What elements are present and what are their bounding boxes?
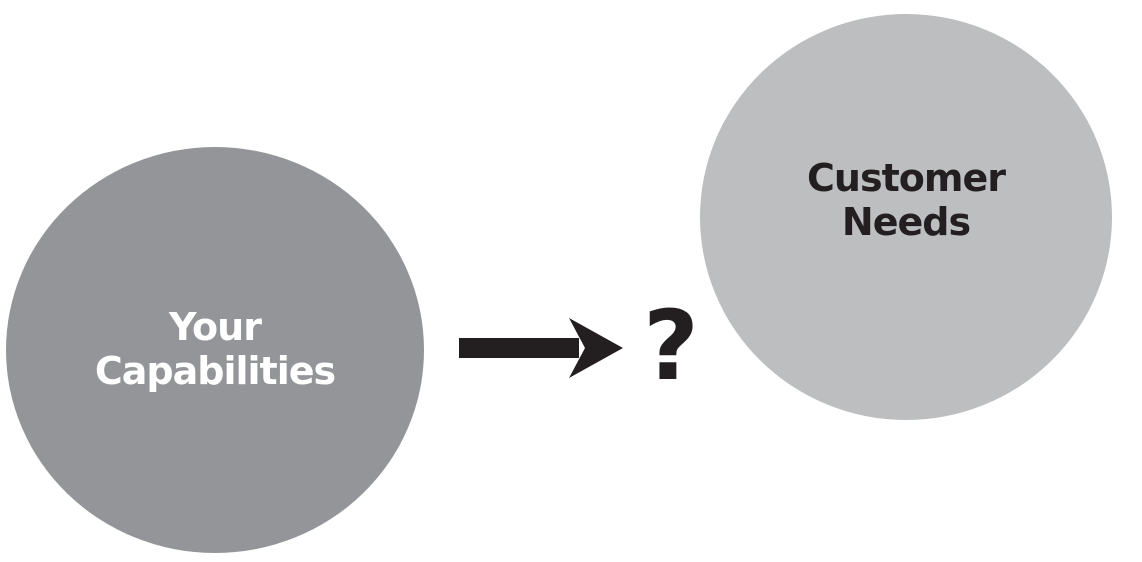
arrow-shaft: [459, 338, 579, 358]
customer-needs-circle: Customer Needs: [700, 14, 1112, 420]
customer-needs-label: Customer Needs: [700, 156, 1112, 244]
capabilities-circle: Your Capabilities: [6, 147, 424, 553]
arrow-head: [569, 318, 623, 378]
customer-needs-label-line1: Customer: [807, 156, 1006, 200]
right-arrow-icon: [459, 318, 623, 378]
question-mark: ?: [643, 290, 699, 402]
capabilities-label-line1: Your: [169, 305, 262, 349]
capabilities-label: Your Capabilities: [6, 305, 424, 393]
capabilities-label-line2: Capabilities: [94, 349, 336, 393]
customer-needs-label-line2: Needs: [841, 200, 971, 244]
